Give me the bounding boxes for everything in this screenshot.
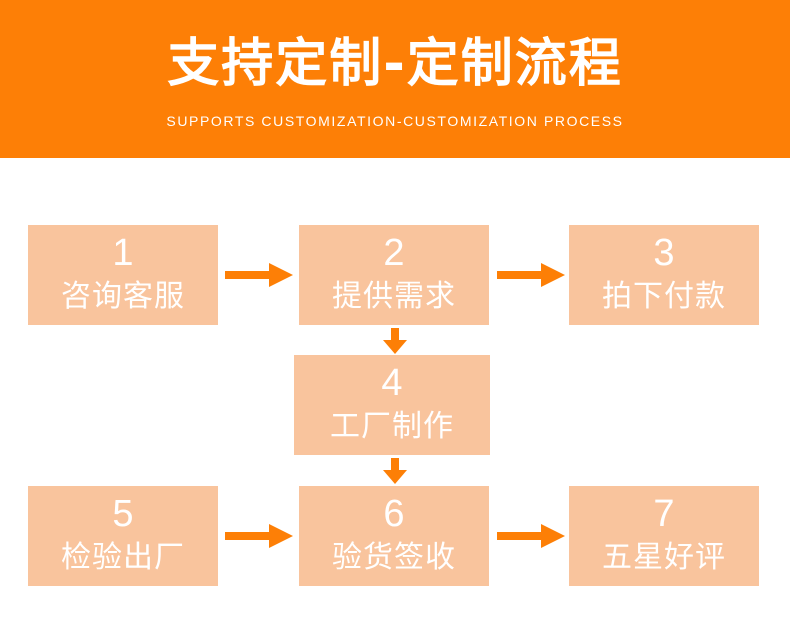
step-label: 提供需求 bbox=[332, 279, 456, 314]
step-number: 7 bbox=[653, 493, 675, 535]
arrow-down-icon bbox=[383, 458, 407, 484]
step-2-box: 2 提供需求 bbox=[299, 225, 489, 325]
step-5-box: 5 检验出厂 bbox=[28, 486, 218, 586]
page-title: 支持定制-定制流程 bbox=[167, 34, 623, 94]
step-number: 4 bbox=[381, 362, 403, 404]
step-7-box: 7 五星好评 bbox=[569, 486, 759, 586]
step-1-box: 1 咨询客服 bbox=[28, 225, 218, 325]
step-label: 拍下付款 bbox=[602, 279, 726, 314]
step-6-box: 6 验货签收 bbox=[299, 486, 489, 586]
page-subtitle: SUPPORTS CUSTOMIZATION-CUSTOMIZATION PRO… bbox=[166, 113, 624, 129]
step-3-box: 3 拍下付款 bbox=[569, 225, 759, 325]
step-label: 咨询客服 bbox=[61, 279, 185, 314]
step-number: 5 bbox=[112, 493, 134, 535]
step-4-box: 4 工厂制作 bbox=[294, 355, 490, 455]
arrow-right-icon bbox=[225, 263, 293, 287]
arrow-right-icon bbox=[225, 524, 293, 548]
step-label: 五星好评 bbox=[602, 540, 726, 575]
step-number: 6 bbox=[383, 493, 405, 535]
step-number: 1 bbox=[112, 232, 134, 274]
step-number: 3 bbox=[653, 232, 675, 274]
arrow-right-icon bbox=[497, 524, 565, 548]
arrow-down-icon bbox=[383, 328, 407, 354]
step-label: 检验出厂 bbox=[61, 540, 185, 575]
header-banner: 支持定制-定制流程 SUPPORTS CUSTOMIZATION-CUSTOMI… bbox=[0, 0, 790, 158]
step-label: 验货签收 bbox=[332, 540, 456, 575]
step-number: 2 bbox=[383, 232, 405, 274]
arrow-right-icon bbox=[497, 263, 565, 287]
step-label: 工厂制作 bbox=[330, 409, 454, 444]
